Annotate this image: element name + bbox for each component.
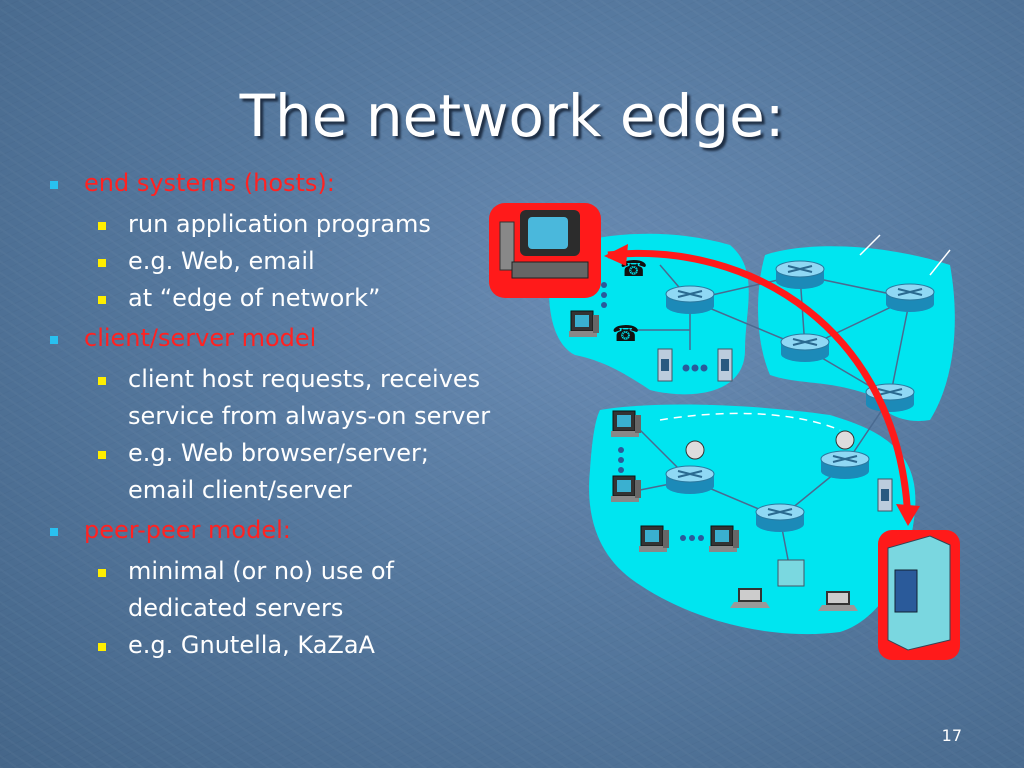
bullet-square-icon (98, 222, 106, 230)
arrowhead-icon (896, 504, 920, 526)
bullet-square-icon (50, 528, 58, 536)
satellite-dish-icon (685, 440, 705, 460)
bullet-item: e.g. Web browser/server; email client/se… (42, 435, 492, 509)
bullet-item: e.g. Web, email (42, 243, 492, 280)
satellite-dish-icon (835, 430, 855, 450)
bullet-item: at “edge of network” (42, 280, 492, 317)
ellipsis-dots (601, 282, 708, 541)
bullet-square-icon (98, 296, 106, 304)
router-icon (755, 503, 805, 533)
server-icon (887, 535, 951, 651)
bullet-item: client host requests, receives service f… (42, 361, 492, 435)
bullet-square-icon (50, 336, 58, 344)
bullet-heading: client/server model (42, 323, 492, 353)
bullet-square-icon (50, 181, 58, 189)
bullet-heading: end systems (hosts): (42, 168, 492, 198)
telephone-icon: ☎ (612, 322, 639, 347)
router-icon (885, 283, 935, 313)
bullet-list: end systems (hosts): run application pro… (42, 162, 492, 664)
page-number: 17 (941, 726, 962, 745)
server-icon (877, 478, 893, 512)
bullet-square-icon (98, 259, 106, 267)
access-point-icon (777, 559, 805, 587)
bullet-square-icon (98, 377, 106, 385)
network-links (630, 234, 951, 571)
server-icon (657, 348, 673, 382)
router-icon (665, 285, 715, 315)
network-diagram: ☎ ☎ (489, 203, 960, 660)
bullet-square-icon (98, 451, 106, 459)
router-icon (665, 465, 715, 495)
arrowhead-icon (604, 244, 628, 266)
bullet-item: run application programs (42, 206, 492, 243)
router-icon (820, 450, 870, 480)
bullet-square-icon (98, 643, 106, 651)
router-icon (780, 333, 830, 363)
bullet-square-icon (98, 569, 106, 577)
desktop-computer-icon (499, 210, 589, 279)
bullet-heading: peer-peer model: (42, 515, 492, 545)
bullet-item: minimal (or no) use of dedicated servers (42, 553, 492, 627)
router-icon (775, 260, 825, 290)
server-icon (717, 348, 733, 382)
client-server-arrow (607, 249, 912, 521)
bullet-item: e.g. Gnutella, KaZaA (42, 627, 492, 664)
slide-title: The network edge: (239, 82, 785, 150)
